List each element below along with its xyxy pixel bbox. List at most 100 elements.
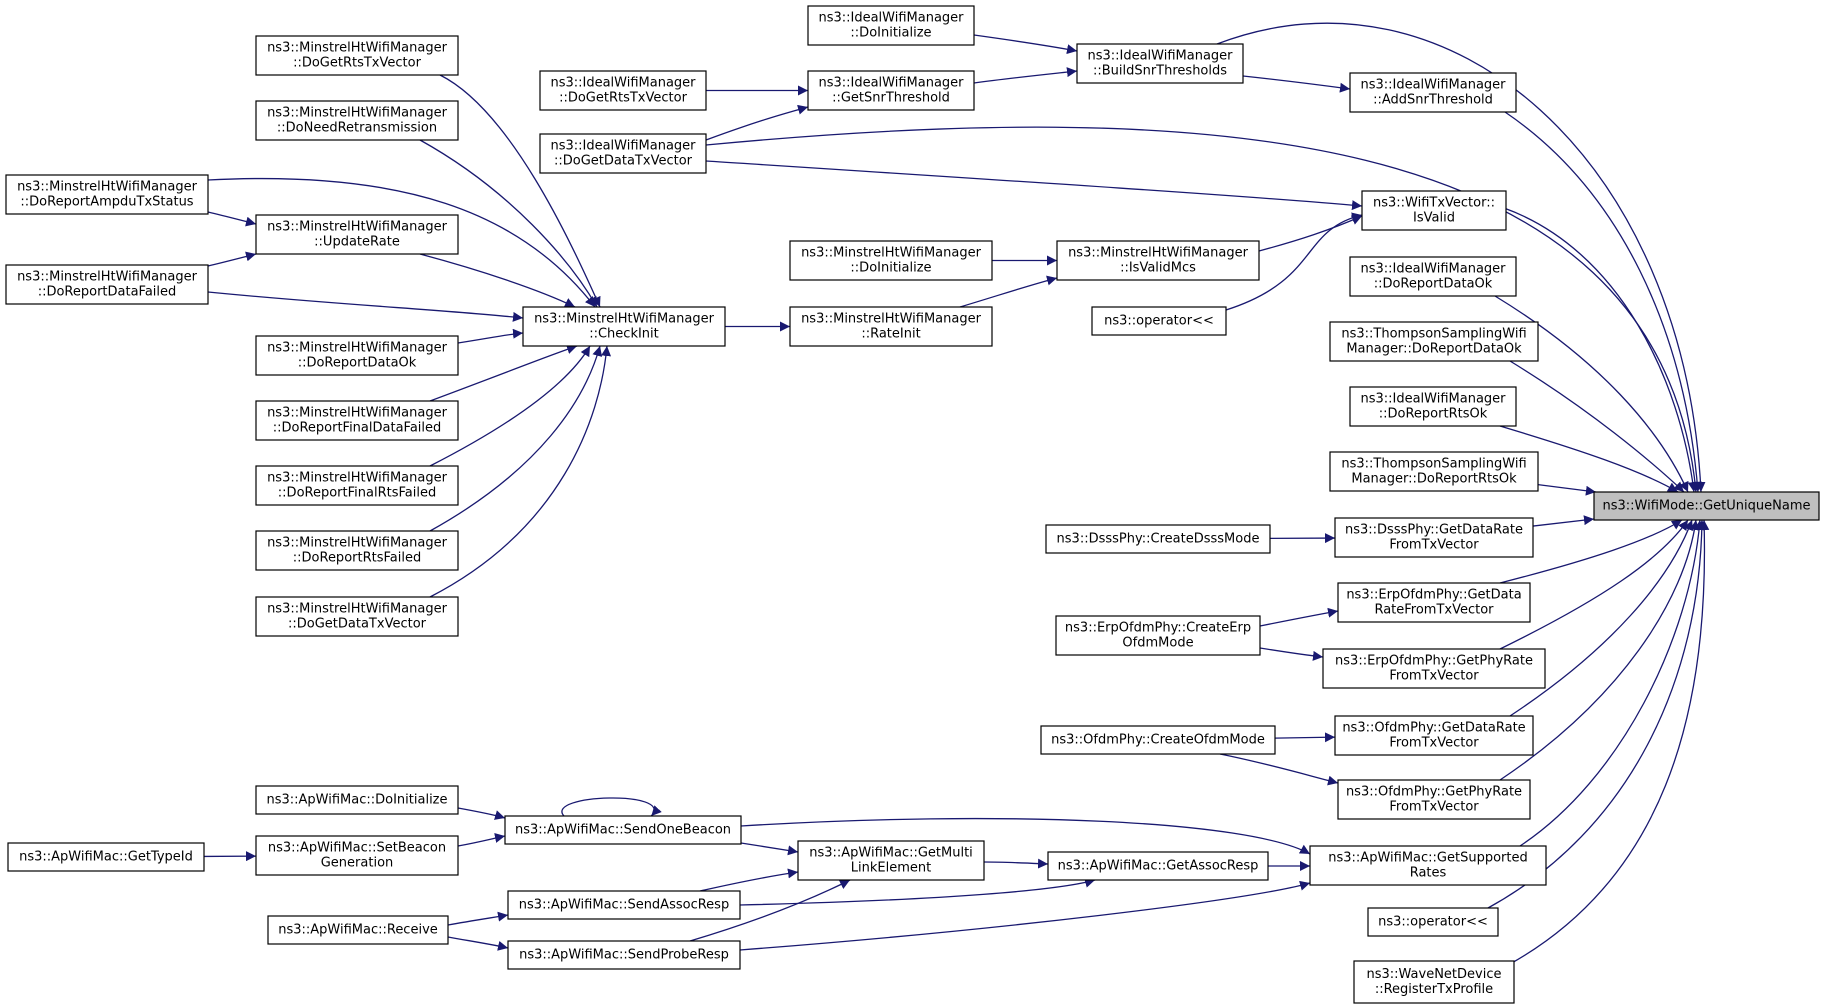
edge-ofdm_get_phy-to-get_unique_name [1499, 519, 1700, 781]
node-box [1055, 615, 1261, 656]
edge-mht_ampdu-to-mht_check_init [207, 177, 596, 308]
node-ap-send-one-beacon[interactable]: ns3::ApWifiMac::SendOneBeacon [504, 815, 742, 845]
node-box [7, 842, 205, 872]
node-ideal-get-data[interactable]: ns3::IdealWifiManager::DoGetDataTxVector [539, 133, 707, 174]
node-box [789, 240, 993, 281]
node-ap-do-initialize[interactable]: ns3::ApWifiMac::DoInitialize [255, 785, 459, 815]
node-box [255, 465, 459, 506]
edge-thompson_data_ok-to-get_unique_name [1509, 360, 1685, 493]
node-box [1349, 386, 1517, 427]
node-label-line: ns3::operator<< [1378, 915, 1488, 930]
node-mht-data-failed[interactable]: ns3::MinstrelHtWifiManager::DoReportData… [5, 264, 209, 305]
node-label-line: ns3::OfdmPhy::GetDataRate [1342, 721, 1525, 736]
node-box [1349, 72, 1517, 113]
edge-ideal_build_snr-to-get_unique_name [1216, 22, 1706, 493]
node-label-line: ns3::OfdmPhy::CreateOfdmMode [1051, 733, 1265, 748]
node-box [255, 785, 459, 815]
node-label-line: ns3::ThompsonSamplingWifi [1341, 457, 1526, 472]
edge-ap_send_assoc_resp-to-ap_get_multi_link [699, 868, 799, 892]
node-mht-check-init[interactable]: ns3::MinstrelHtWifiManager::CheckInit [522, 306, 726, 347]
node-box [504, 815, 742, 845]
edge-mht_get_rts-to-mht_check_init [439, 74, 601, 308]
node-label-line: ::DoGetRtsTxVector [293, 56, 422, 71]
node-ap-send-assoc-resp[interactable]: ns3::ApWifiMac::SendAssocResp [507, 890, 741, 920]
node-ap-get-type-id[interactable]: ns3::ApWifiMac::GetTypeId [7, 842, 205, 872]
edge-ap_send_probe_resp-to-ap_get_multi_link [689, 879, 851, 942]
node-label-line: FromTxVector [1389, 538, 1479, 553]
node-mht-do-initialize[interactable]: ns3::MinstrelHtWifiManager::DoInitialize [789, 240, 993, 281]
node-operator-top[interactable]: ns3::operator<< [1091, 306, 1227, 336]
node-ideal-report-rts-ok[interactable]: ns3::IdealWifiManager::DoReportRtsOk [1349, 386, 1517, 427]
node-ideal-get-rts[interactable]: ns3::IdealWifiManager::DoGetRtsTxVector [539, 70, 707, 111]
node-mht-get-rts[interactable]: ns3::MinstrelHtWifiManager::DoGetRtsTxVe… [255, 35, 459, 76]
node-thompson-rts-ok[interactable]: ns3::ThompsonSamplingWifiManager::DoRepo… [1329, 451, 1539, 492]
node-mht-get-data[interactable]: ns3::MinstrelHtWifiManager::DoGetDataTxV… [255, 596, 459, 637]
node-operator-bottom[interactable]: ns3::operator<< [1367, 907, 1499, 937]
node-box [789, 306, 993, 347]
node-label-line: ns3::ApWifiMac::GetSupported [1328, 851, 1527, 866]
node-box [1337, 779, 1531, 820]
node-label-line: ns3::MinstrelHtWifiManager [17, 270, 198, 285]
node-mht-data-ok[interactable]: ns3::MinstrelHtWifiManager::DoReportData… [255, 335, 459, 376]
node-label-line: ns3::ApWifiMac::SetBeacon [268, 841, 446, 856]
node-label-line: ns3::MinstrelHtWifiManager [267, 406, 448, 421]
node-mht-rts-failed[interactable]: ns3::MinstrelHtWifiManager::DoReportRtsF… [255, 530, 459, 571]
edge-mht_final_data_failed-to-mht_check_init [429, 344, 578, 402]
edge-mht_rts_failed-to-mht_check_init [429, 345, 603, 532]
node-ideal-add-snr[interactable]: ns3::IdealWifiManager::AddSnrThreshold [1349, 72, 1517, 113]
node-label-line: ::UpdateRate [314, 235, 400, 250]
node-box [1056, 240, 1260, 281]
node-label-line: Manager::DoReportRtsOk [1351, 472, 1517, 487]
node-ideal-build-snr[interactable]: ns3::IdealWifiManager::BuildSnrThreshold… [1076, 43, 1244, 84]
node-wave-register[interactable]: ns3::WaveNetDevice::RegisterTxProfile [1353, 960, 1515, 1004]
node-get-unique-name[interactable]: ns3::WifiMode::GetUniqueName [1593, 491, 1820, 521]
node-ap-send-probe-resp[interactable]: ns3::ApWifiMac::SendProbeResp [507, 940, 741, 970]
node-box [255, 35, 459, 76]
node-ap-get-assoc-resp[interactable]: ns3::ApWifiMac::GetAssocResp [1047, 851, 1269, 881]
node-label-line: ns3::IdealWifiManager [550, 139, 696, 154]
node-mht-update-rate[interactable]: ns3::MinstrelHtWifiManager::UpdateRate [255, 214, 459, 255]
node-label-line: ::IsValidMcs [1120, 261, 1196, 276]
node-txvector-isvalid[interactable]: ns3::WifiTxVector::IsValid [1361, 190, 1507, 231]
node-ideal-get-snr[interactable]: ns3::IdealWifiManager::GetSnrThreshold [807, 70, 975, 111]
node-ap-receive[interactable]: ns3::ApWifiMac::Receive [267, 915, 449, 945]
node-mht-ampdu[interactable]: ns3::MinstrelHtWifiManager::DoReportAmpd… [5, 174, 209, 215]
edge-ap_receive-to-ap_send_probe_resp [447, 936, 509, 951]
edge-mht_data_ok-to-mht_check_init [457, 328, 524, 344]
node-label-line: ::GetSnrThreshold [832, 91, 950, 106]
node-label-line: ns3::IdealWifiManager [818, 11, 964, 26]
edge-ideal_report_data_ok-to-get_unique_name [1494, 295, 1689, 493]
node-box [1334, 517, 1534, 558]
node-ideal-do-initialize[interactable]: ns3::IdealWifiManager::DoInitialize [807, 5, 975, 46]
node-dsss-create[interactable]: ns3::DsssPhy::CreateDsssMode [1045, 524, 1271, 554]
node-thompson-data-ok[interactable]: ns3::ThompsonSamplingWifiManager::DoRepo… [1329, 321, 1539, 362]
node-mht-final-rts-failed[interactable]: ns3::MinstrelHtWifiManager::DoReportFina… [255, 465, 459, 506]
node-mht-rate-init[interactable]: ns3::MinstrelHtWifiManager::RateInit [789, 306, 993, 347]
node-label-line: ::AddSnrThreshold [1373, 93, 1493, 108]
edge-operator_top-to-txvector_isvalid [1225, 212, 1363, 311]
node-mht-is-valid-mcs[interactable]: ns3::MinstrelHtWifiManager::IsValidMcs [1056, 240, 1260, 281]
edge-ideal_build_snr-to-ideal_add_snr [1242, 75, 1351, 93]
edge-ap_send_probe_resp-to-ap_get_supported [739, 880, 1311, 951]
node-ofdm-create[interactable]: ns3::OfdmPhy::CreateOfdmMode [1040, 725, 1276, 755]
edge-ideal_report_rts_ok-to-get_unique_name [1499, 425, 1679, 493]
node-mht-final-data-failed[interactable]: ns3::MinstrelHtWifiManager::DoReportFina… [255, 400, 459, 441]
node-box [1367, 907, 1499, 937]
node-mht-need-retx[interactable]: ns3::MinstrelHtWifiManager::DoNeedRetran… [255, 100, 459, 141]
edge-ideal_get_snr-to-ideal_build_snr [973, 67, 1078, 84]
node-label-line: ns3::MinstrelHtWifiManager [801, 246, 982, 261]
node-label-line: FromTxVector [1389, 800, 1479, 815]
node-box [807, 5, 975, 46]
node-ideal-report-data-ok[interactable]: ns3::IdealWifiManager::DoReportDataOk [1349, 256, 1517, 297]
node-label-line: LinkElement [851, 861, 931, 876]
node-box [539, 70, 707, 111]
